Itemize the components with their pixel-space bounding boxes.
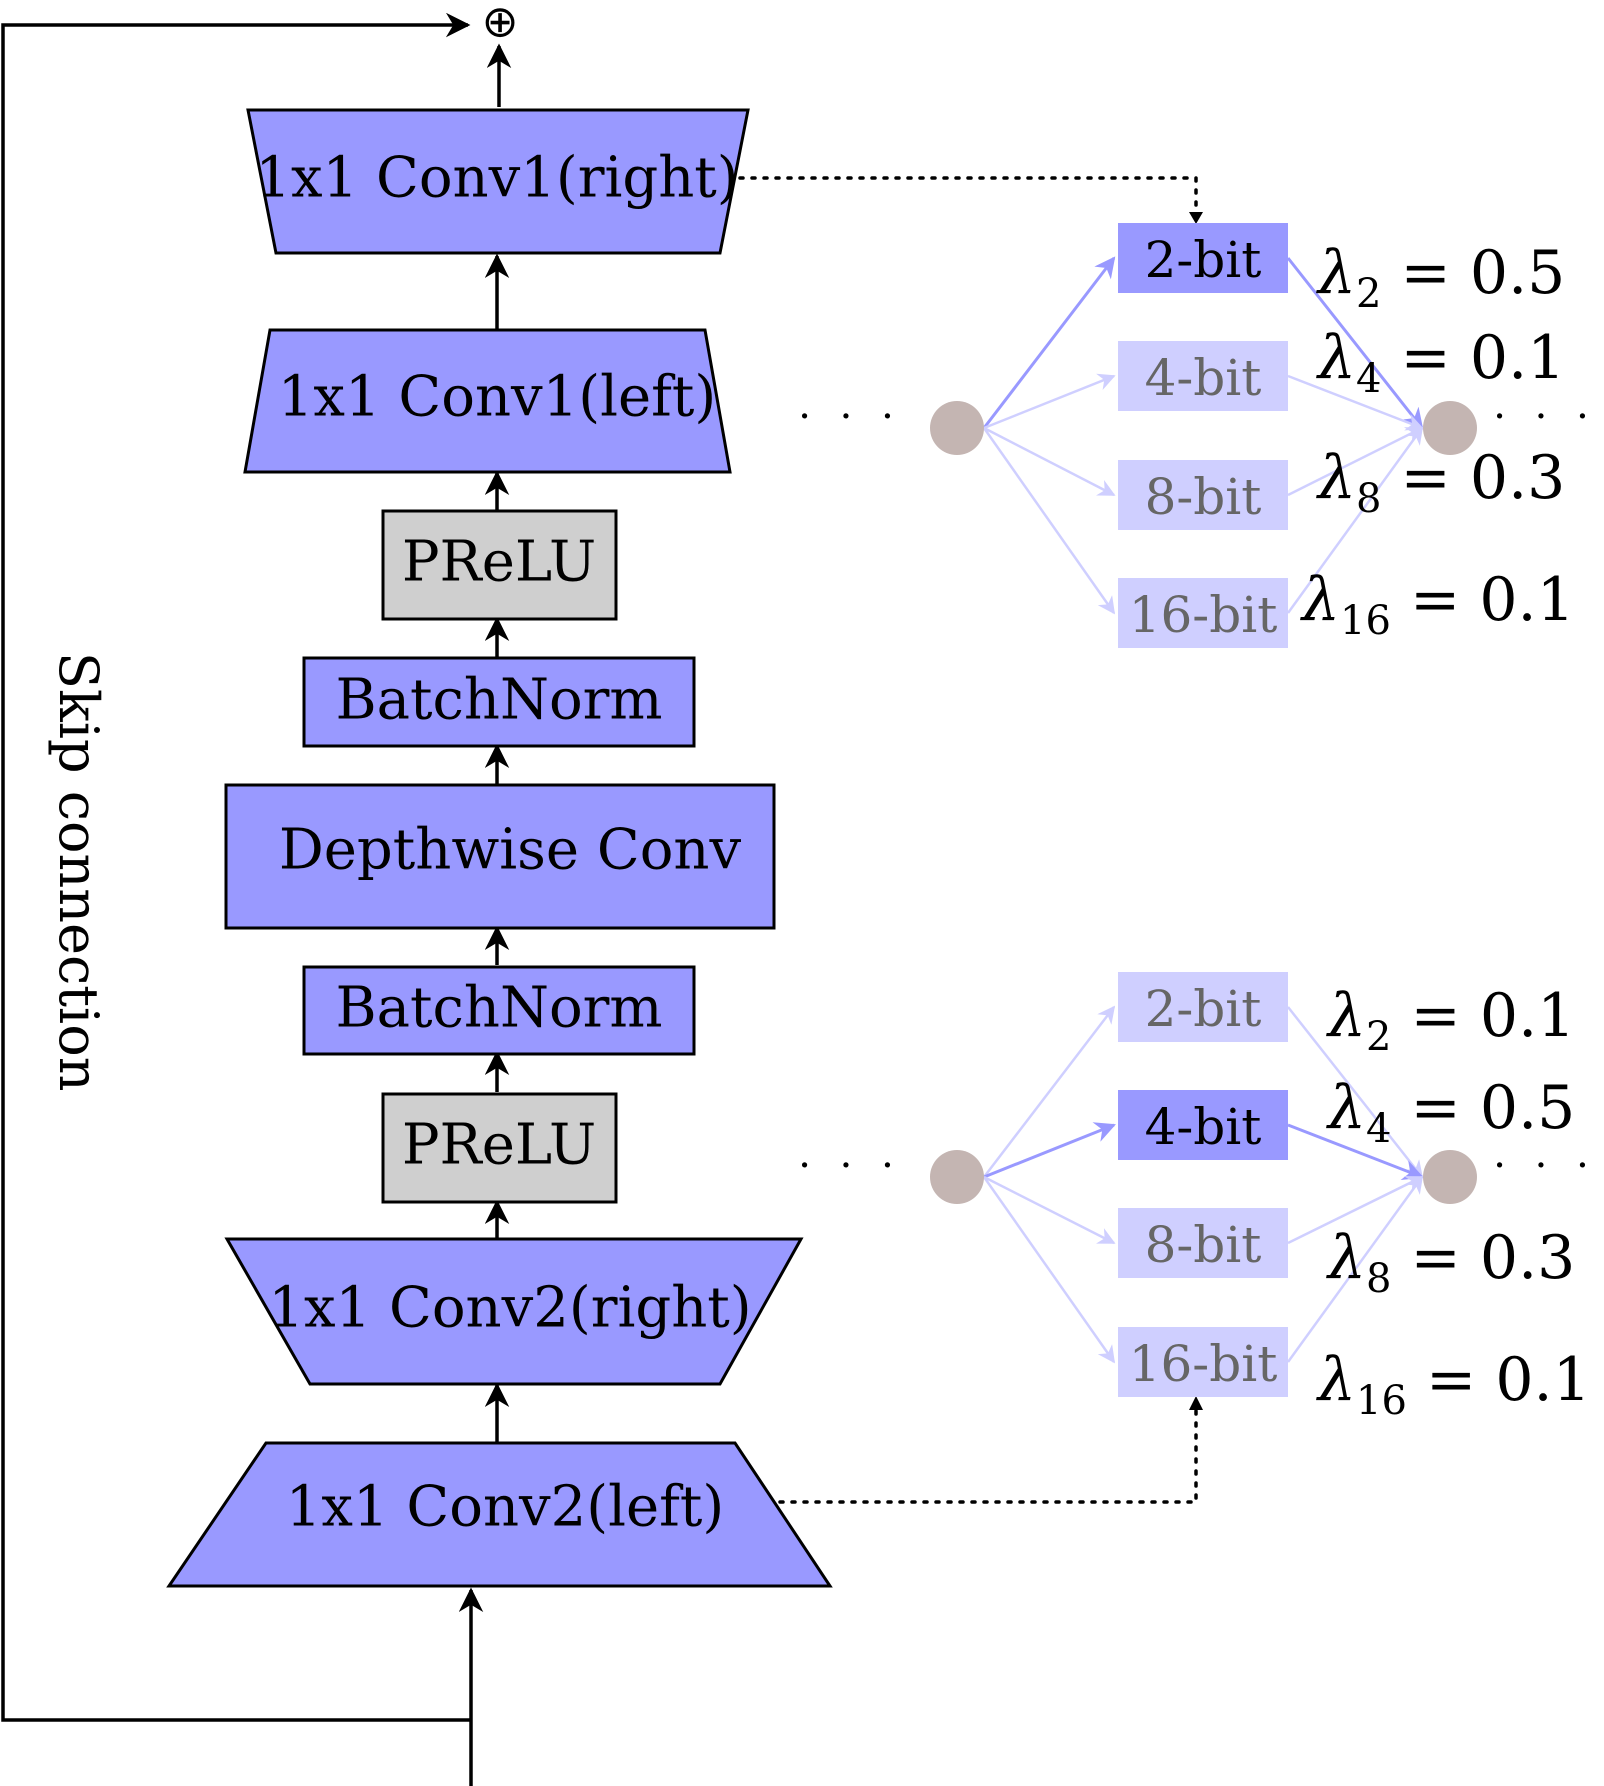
- prelu-bottom-label: PReLU: [402, 1113, 596, 1178]
- skip-connection-label: Skip connection: [47, 652, 110, 1092]
- prelu-top-label: PReLU: [402, 530, 596, 595]
- skip-connection: Skip connection: [1, 12, 471, 1722]
- dotted-link-conv1: [738, 176, 1198, 222]
- top-edge-out-0: [1286, 257, 1424, 430]
- top-edge-out-1: [1287, 374, 1424, 431]
- top-output-node: [1423, 401, 1477, 455]
- conv1-left-block: 1x1 Conv1(left): [243, 328, 732, 474]
- conv2-right-block: 1x1 Conv2(right): [224, 1237, 804, 1386]
- top-edge-in-0: [982, 256, 1116, 429]
- top-bit-box-3: [1118, 578, 1288, 648]
- top-ellipsis-right: · · ·: [1493, 394, 1597, 440]
- bottom-bit-label-3: 16-bit: [1129, 1335, 1278, 1393]
- skip-connection-line: [1, 12, 471, 1722]
- top-bit-label-3: 16-bit: [1129, 586, 1278, 644]
- bottom-bit-box-0: [1118, 972, 1288, 1042]
- batchnorm-bottom-label: BatchNorm: [335, 976, 662, 1041]
- bottom-edge-out-1: [1287, 1123, 1424, 1180]
- bottom-lambda-3: λ16 = 0.1: [1316, 1345, 1591, 1424]
- bottom-edge-out-0: [1287, 1006, 1424, 1179]
- bottom-bit-box-2: [1118, 1208, 1288, 1278]
- top-edge-in-1: [983, 373, 1116, 430]
- prelu-bottom-block: PReLU: [381, 1092, 618, 1204]
- top-input-node: [930, 401, 984, 455]
- top-lambda-3: λ16 = 0.1: [1300, 565, 1575, 644]
- top-edge-in-3: [982, 427, 1116, 615]
- top-edge-out-2: [1287, 426, 1424, 497]
- batchnorm-top-block: BatchNorm: [302, 656, 696, 748]
- bottom-lambda-2: λ8 = 0.3: [1326, 1223, 1575, 1302]
- bottom-ellipsis-right: · · ·: [1493, 1143, 1597, 1189]
- batchnorm-bottom-block: BatchNorm: [302, 965, 696, 1056]
- conv2-left-label: 1x1 Conv2(left): [286, 1475, 725, 1540]
- conv1-left-label: 1x1 Conv1(left): [278, 365, 717, 430]
- conv1-right-block: 1x1 Conv1(right): [246, 108, 750, 255]
- conv1-right-label: 1x1 Conv1(right): [255, 146, 738, 211]
- bottom-bit-box-3: [1118, 1327, 1288, 1397]
- bottom-bit-box-1: [1118, 1090, 1288, 1160]
- bottom-output-node: [1423, 1150, 1477, 1204]
- top-lambda-0: λ2 = 0.5: [1316, 238, 1565, 317]
- dotted-link-conv1-arrowhead: [1189, 212, 1203, 224]
- top-ellipsis-left: · · ·: [798, 394, 902, 440]
- conv2-left-block: 1x1 Conv2(left): [166, 1441, 833, 1588]
- top-bit-label-1: 4-bit: [1145, 349, 1262, 407]
- bottom-edge-out-2: [1287, 1175, 1424, 1245]
- quantization-group-bottom: · · · · · · 2-bit 4-bit 8-bit 16-bit λ2 = 0.1 λ…: [798, 972, 1597, 1424]
- top-bit-box-1: [1118, 341, 1288, 411]
- bottom-edge-out-3: [1286, 1175, 1424, 1363]
- sum-icon: ⊕: [482, 0, 519, 48]
- bottom-bit-label-0: 2-bit: [1145, 980, 1262, 1038]
- bottom-bit-label-1: 4-bit: [1145, 1098, 1262, 1156]
- top-bit-label-0: 2-bit: [1145, 231, 1262, 289]
- dotted-link-conv2-arrowhead: [1189, 1396, 1203, 1410]
- bottom-ellipsis-left: · · ·: [798, 1143, 902, 1189]
- conv2-right-label: 1x1 Conv2(right): [268, 1276, 751, 1341]
- bottom-bit-label-2: 8-bit: [1145, 1216, 1262, 1274]
- bottom-lambda-1: λ4 = 0.5: [1326, 1073, 1575, 1152]
- top-bit-label-2: 8-bit: [1145, 468, 1262, 526]
- bottom-edge-in-3: [982, 1176, 1116, 1364]
- bottom-edge-in-0: [983, 1005, 1116, 1178]
- prelu-top-block: PReLU: [381, 509, 618, 621]
- depthwise-conv-block: Depthwise Conv: [224, 783, 776, 930]
- dotted-link-conv2: [778, 1400, 1198, 1504]
- top-lambda-1: λ4 = 0.1: [1316, 323, 1565, 402]
- batchnorm-top-label: BatchNorm: [335, 668, 662, 733]
- top-edge-in-2: [983, 426, 1116, 497]
- bottom-input-node: [930, 1150, 984, 1204]
- bottom-edge-in-1: [983, 1122, 1116, 1179]
- depthwise-conv-label: Depthwise Conv: [279, 818, 742, 883]
- top-bit-box-0: [1118, 223, 1288, 293]
- top-edge-out-3: [1286, 426, 1424, 614]
- main-flow-arrows: [458, 43, 512, 1786]
- top-bit-box-2: [1118, 460, 1288, 530]
- bottom-lambda-0: λ2 = 0.1: [1326, 981, 1575, 1060]
- top-lambda-2: λ8 = 0.3: [1316, 443, 1565, 522]
- bottom-edge-in-2: [983, 1175, 1116, 1245]
